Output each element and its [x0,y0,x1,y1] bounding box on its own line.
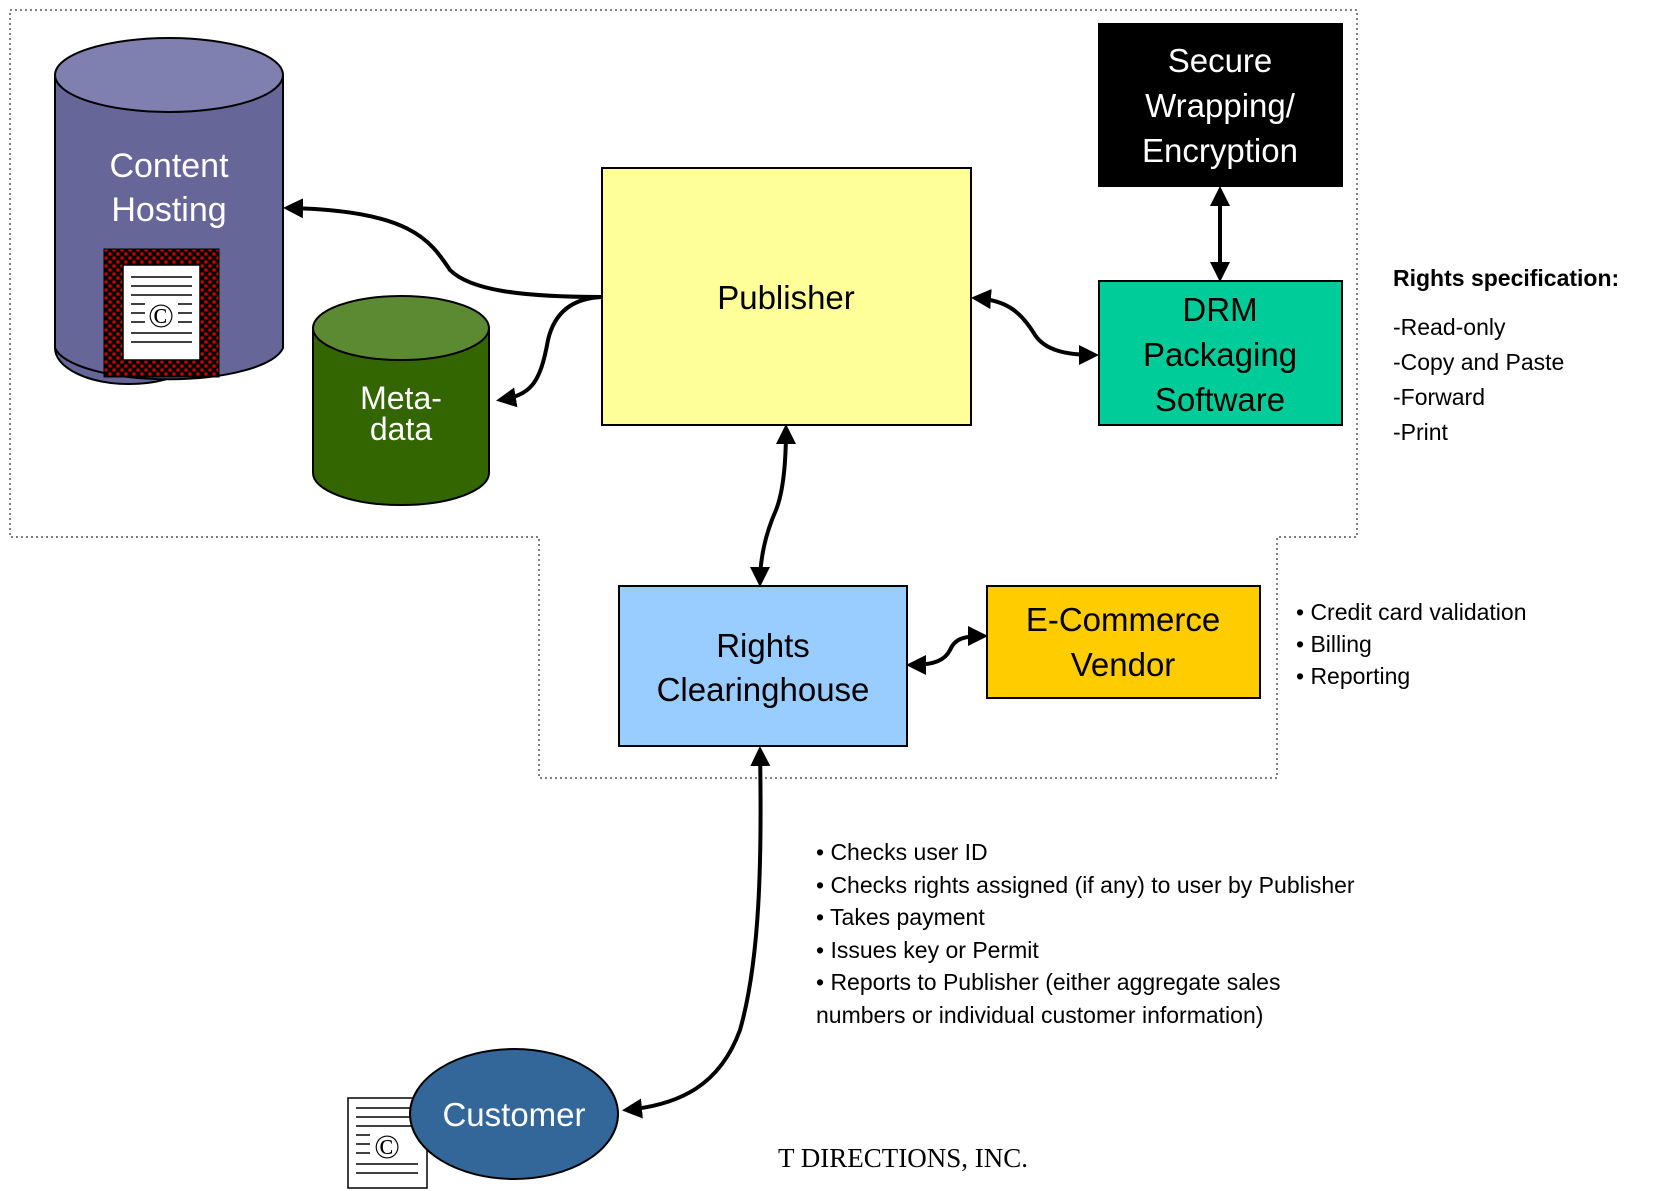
customer-label: Customer [442,1096,585,1133]
publisher-to-content-hosting-arrow [283,198,603,299]
publisher-domain-boundary [9,9,1358,779]
rights-item: -Forward [1393,384,1486,410]
metadata-label-1: Meta- [360,380,442,416]
footer-credit: T DIRECTIONS, INC. [778,1143,1029,1173]
clearinghouse-note: • Takes payment [816,904,985,930]
ecommerce-notes: • Credit card validation • Billing • Rep… [1296,596,1527,692]
clearinghouse-label-2: Clearinghouse [657,671,870,708]
secure-wrapping-box: Secure Wrapping/ Encryption [1098,23,1343,187]
customer-copyright-icon: © [374,1129,400,1166]
rights-clearinghouse-box: Rights Clearinghouse [618,585,908,747]
clearinghouse-notes: • Checks user ID • Checks rights assigne… [816,836,1355,1031]
ecommerce-note: • Credit card validation [1296,599,1527,625]
ecommerce-label-2: Vendor [1071,646,1176,683]
clearinghouse-note: • Reports to Publisher (either aggregate… [816,969,1281,995]
ecommerce-label-1: E-Commerce [1026,601,1220,638]
content-hosting-label-2: Hosting [111,191,226,229]
customer-node: Customer [409,1048,619,1180]
secure-wrapping-label-2: Wrapping/ [1145,87,1296,124]
secure-wrapping-label-3: Encryption [1142,132,1298,169]
rights-item: -Print [1393,419,1448,445]
drm-label-3: Software [1155,381,1285,418]
rights-item: -Copy and Paste [1393,349,1565,375]
publisher-to-metadata-arrow [496,295,603,408]
publisher-box: Publisher [601,167,972,426]
publisher-drm-link [971,289,1099,365]
drm-label-2: Packaging [1143,336,1297,373]
drm-label-1: DRM [1182,291,1257,328]
content-hosting-label-1: Content [109,147,229,185]
rights-specification-panel: Rights specification: -Read-only -Copy a… [1393,265,1619,450]
publisher-clearinghouse-link [750,424,796,587]
drm-packaging-box: DRM Packaging Software [1098,280,1343,426]
rights-specification-heading: Rights specification: [1393,265,1620,291]
clearinghouse-customer-link [622,746,771,1119]
protected-document-icon: © [103,248,220,378]
clearinghouse-note: • Checks rights assigned (if any) to use… [816,871,1355,898]
metadata-cylinder: Meta- data [312,295,490,506]
copyright-icon: © [148,298,174,335]
ecommerce-vendor-box: E-Commerce Vendor [986,585,1261,699]
rights-item: -Read-only [1393,314,1506,340]
clearinghouse-ecommerce-link [906,626,988,675]
secure-wrapping-label-1: Secure [1168,42,1273,79]
clearinghouse-label-1: Rights [716,627,810,664]
clearinghouse-note: numbers or individual customer informati… [816,1001,1264,1028]
ecommerce-note: • Reporting [1296,663,1411,689]
publisher-label: Publisher [717,279,855,316]
ecommerce-note: • Billing [1296,631,1372,657]
clearinghouse-note: • Checks user ID [816,839,988,865]
metadata-label-2: data [370,411,432,447]
clearinghouse-note: • Issues key or Permit [816,936,1039,963]
